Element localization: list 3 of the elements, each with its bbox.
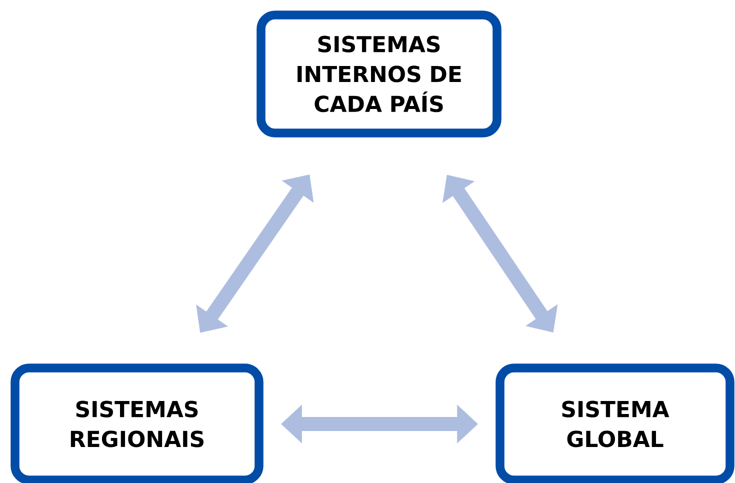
text-box: SISTEMA GLOBAL: [496, 364, 734, 483]
text-box: SISTEMAS REGIONAIS: [10, 364, 264, 483]
text-box: SISTEMAS INTERNOS DE CADA PAÍS: [256, 10, 502, 138]
